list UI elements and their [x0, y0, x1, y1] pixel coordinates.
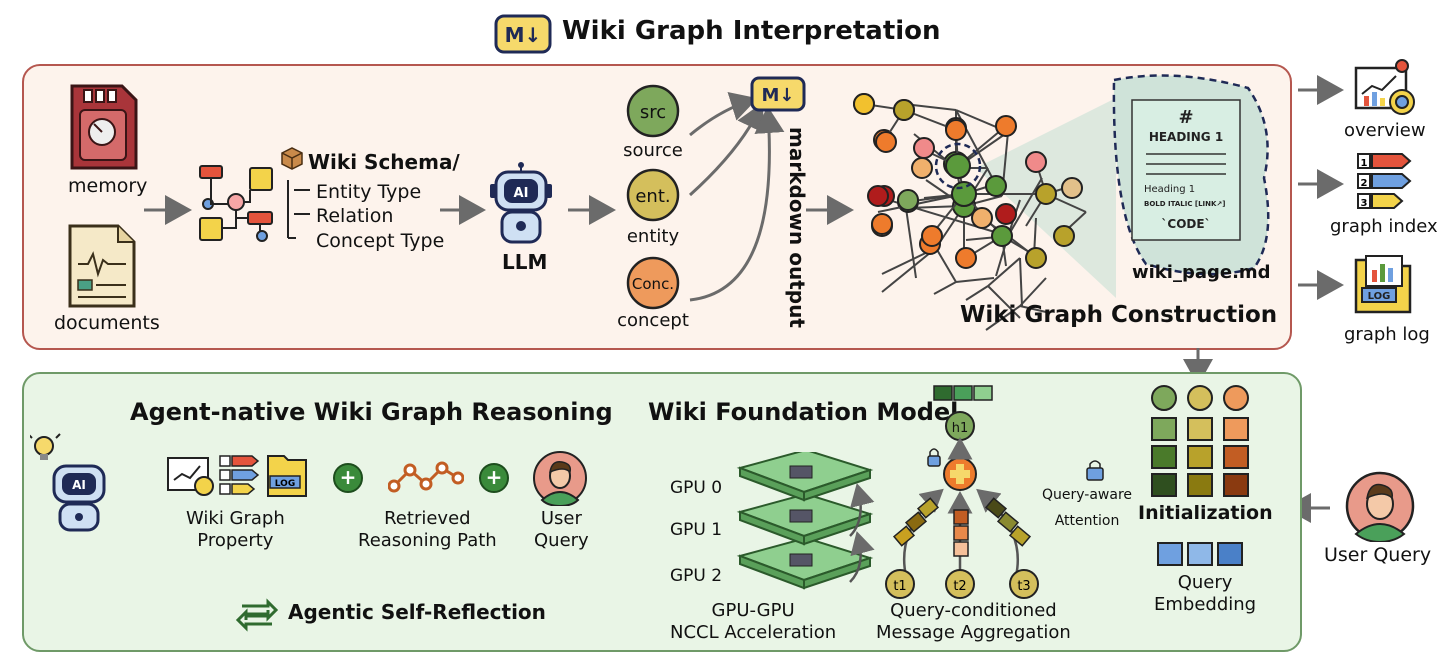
user-query-label-small: User Query: [534, 508, 589, 551]
output-circles: src ent. Conc.: [626, 84, 680, 310]
graph-log-label: graph log: [1344, 324, 1430, 345]
svg-text:#: #: [1178, 107, 1193, 128]
schema-item-relation: Relation: [316, 205, 394, 227]
message-aggregation: h1 t1 t2 t3: [885, 385, 1039, 599]
svg-text:AI: AI: [514, 186, 529, 201]
graph-nodes: [853, 93, 1087, 269]
reasoning-robot-icon: AI: [30, 433, 106, 532]
schema-item-entity: Entity Type: [316, 181, 422, 203]
wiki-graph-property-label: Wiki Graph Property: [186, 508, 285, 551]
schema-title: Wiki Schema/: [308, 150, 460, 174]
svg-text:1: 1: [1361, 158, 1368, 169]
svg-text:3: 3: [1361, 198, 1368, 209]
gpu-0-label: GPU 0: [670, 478, 723, 498]
svg-text:M↓: M↓: [762, 85, 795, 106]
documents-label: documents: [54, 312, 160, 334]
svg-text:src: src: [640, 102, 666, 123]
llm-label: LLM: [502, 250, 548, 274]
gpu-stack: [736, 452, 874, 590]
memory-icon: [70, 84, 138, 170]
svg-text:LOG: LOG: [1368, 291, 1391, 302]
output-concept-label: concept: [617, 310, 689, 331]
reasoning-path-label: Retrieved Reasoning Path: [358, 508, 497, 551]
query-embedding-label: Query Embedding: [1154, 572, 1257, 615]
attention-label: Query-aware Attention: [1042, 487, 1133, 529]
svg-text:HEADING 1: HEADING 1: [1149, 130, 1223, 144]
output-entity-label: entity: [626, 226, 680, 247]
plus-icon-2: +: [479, 463, 509, 493]
gpu-2-label: GPU 2: [670, 566, 723, 586]
documents-icon: [68, 224, 136, 308]
nccl-label: GPU-GPU NCCL Acceleration: [670, 600, 837, 643]
svg-text:M↓: M↓: [505, 23, 542, 47]
graph-log-icon: LOG: [1354, 255, 1412, 314]
svg-text:AI: AI: [72, 478, 86, 492]
llm-robot-icon: AI: [490, 162, 552, 244]
memory-label: memory: [68, 175, 148, 197]
construction-label: Wiki Graph Construction: [960, 302, 1278, 328]
schema-item-concept: Concept Type: [316, 230, 445, 252]
svg-text:2: 2: [1361, 178, 1368, 189]
svg-text:t2: t2: [953, 579, 966, 594]
reasoning-panel: [22, 372, 1302, 652]
output-source-label: source: [623, 140, 683, 161]
wiki-page-filename: wiki_page.md: [1132, 262, 1271, 283]
user-query-avatar-large: [1345, 471, 1415, 542]
self-reflection-label: Agentic Self-Reflection: [288, 600, 546, 624]
svg-text:+: +: [340, 465, 357, 489]
attention-lock-icon: [1086, 460, 1104, 481]
query-embedding-icon: [1157, 542, 1243, 566]
package-icon: [281, 147, 303, 170]
gpu-1-label: GPU 1: [670, 520, 723, 540]
markdown-logo-icon: M↓: [494, 14, 552, 54]
user-query-label: User Query: [1324, 544, 1432, 566]
markdown-output-label: markdown output: [785, 127, 809, 328]
overview-label: overview: [1344, 120, 1426, 141]
svg-text:`CODE`: `CODE`: [1161, 217, 1210, 231]
initialization-label: Initialization: [1138, 502, 1273, 524]
overview-icon: [1354, 59, 1415, 115]
gpu-arrows: [849, 483, 875, 583]
svg-text:h1: h1: [952, 421, 969, 436]
foundation-title: Wiki Foundation Model: [648, 398, 959, 426]
svg-text:Conc.: Conc.: [632, 275, 674, 293]
aggregation-label: Query-conditioned Message Aggregation: [876, 600, 1071, 643]
svg-text:BOLD ITALIC [LINK↗]: BOLD ITALIC [LINK↗]: [1144, 200, 1226, 208]
initialization-grid: [1151, 385, 1249, 497]
self-reflection-icon: [235, 598, 279, 632]
reasoning-path-icon: [388, 461, 464, 493]
markdown-output-icon: M↓: [750, 76, 806, 112]
wiki-graph-property-icons: LOG: [167, 455, 307, 497]
svg-text:t3: t3: [1017, 579, 1030, 594]
svg-text:LOG: LOG: [275, 479, 295, 489]
schema-icon: [199, 165, 273, 242]
graph-index-label: graph index: [1330, 216, 1438, 237]
svg-text:t1: t1: [893, 579, 906, 594]
plus-icon-1: +: [333, 463, 363, 493]
user-query-avatar: [533, 451, 587, 506]
svg-text:Heading 1: Heading 1: [1144, 184, 1195, 195]
graph-index-icon: 1 2 3: [1357, 153, 1412, 209]
svg-text:ent.: ent.: [635, 186, 670, 207]
page-title: Wiki Graph Interpretation: [562, 16, 941, 46]
reasoning-title: Agent-native Wiki Graph Reasoning: [130, 398, 613, 426]
svg-text:+: +: [486, 465, 503, 489]
